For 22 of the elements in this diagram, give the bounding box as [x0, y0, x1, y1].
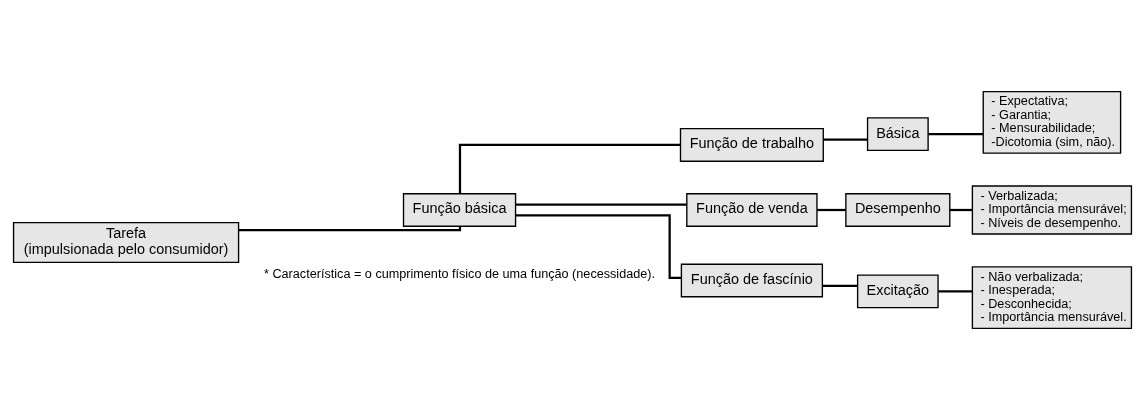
node-box: - Não verbalizada; - Inesperada; - Desconhecida; - Importância mensurável.: [971, 265, 1133, 329]
node-box: Função de trabalho: [679, 127, 824, 162]
node-box: Função de venda: [686, 192, 818, 227]
node-box: Excitação: [856, 273, 939, 308]
label: * Característica = o cumprimento físico de uma função (necessidade).: [264, 266, 656, 281]
connector: [950, 208, 973, 211]
connector: [928, 132, 983, 135]
connector: [458, 143, 681, 194]
connector: [515, 202, 687, 206]
connector: [938, 289, 973, 292]
connector: [822, 284, 858, 287]
connector: [515, 213, 682, 279]
node-box: Função de fascínio: [680, 263, 824, 297]
connector: [823, 137, 868, 141]
connector: [238, 226, 462, 231]
node-box: Tarefa (impulsionada pelo consumidor): [12, 221, 240, 263]
node-box: Função básica: [402, 192, 517, 227]
connector: [817, 208, 846, 211]
node-box: Básica: [866, 116, 929, 151]
node-box: - Verbalizada; - Importância mensurável; - Níveis de desempenho.: [971, 184, 1133, 235]
node-box: - Expectativa; - Garantia; - Mensurabilidade; -Dicotomia (sim, não).: [982, 90, 1122, 154]
node-box: Desempenho: [845, 192, 951, 227]
